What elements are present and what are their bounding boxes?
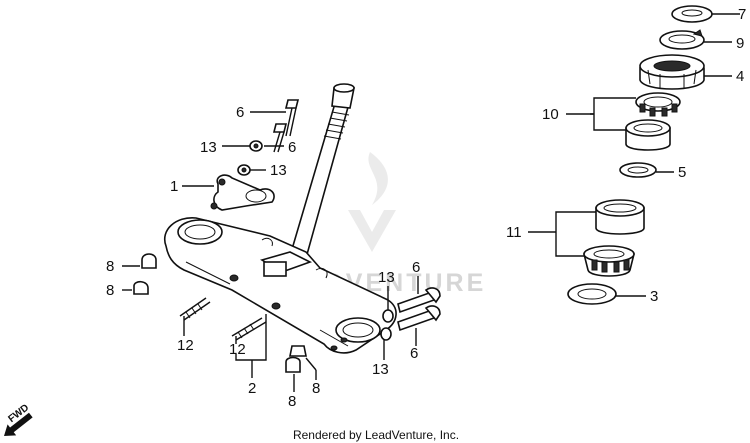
callout-13: 13 [378,269,395,286]
callout-5: 5 [678,164,686,181]
callout-8: 8 [106,282,114,299]
callout-13: 13 [200,139,217,156]
callout-3: 3 [650,288,658,305]
callout-6: 6 [410,345,418,362]
callout-12: 12 [229,341,246,358]
leader-lines [122,13,740,392]
callout-2: 2 [248,380,256,397]
callout-1: 1 [170,178,178,195]
callout-4: 4 [736,68,744,85]
callout-13: 13 [372,361,389,378]
steering-stem-assembly [133,83,441,373]
callout-8: 8 [312,380,320,397]
callout-13: 13 [270,162,287,179]
callout-6: 6 [412,259,420,276]
callout-6: 6 [288,139,296,156]
callout-11: 11 [506,224,522,241]
callout-8: 8 [288,393,296,410]
bearing-stack [567,5,713,305]
callout-numbers: 6 13 6 13 1 8 8 12 12 2 8 8 13 6 6 13 7 … [106,6,746,410]
watermark-logo [348,152,396,252]
callout-12: 12 [177,337,194,354]
forward-arrow: FWD [4,402,33,436]
callout-7: 7 [738,6,746,23]
callout-9: 9 [736,35,744,52]
callout-10: 10 [542,106,559,123]
callout-8: 8 [106,258,114,275]
render-credit: Rendered by LeadVenture, Inc. [293,428,459,442]
callout-6: 6 [236,104,244,121]
